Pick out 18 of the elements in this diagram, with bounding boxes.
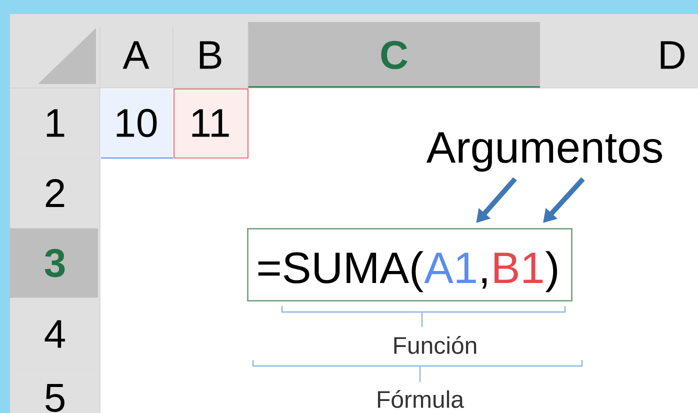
row-number: 3 [44, 248, 65, 278]
formula-text: , [482, 278, 487, 289]
row-number: 5 [45, 384, 64, 412]
row-number: 2 [46, 179, 64, 207]
row-number: 1 [46, 109, 64, 137]
column-label: A [122, 41, 150, 69]
cell-value: 10 [116, 108, 157, 138]
annotation-label: Argumentos [426, 132, 662, 172]
cell-reference: A1 [424, 252, 476, 283]
column-label: B [200, 41, 222, 69]
bracket-label: Fórmula [378, 390, 464, 408]
cell-value: 11 [192, 109, 229, 137]
formula-text: ) [545, 251, 558, 292]
column-label: D [660, 41, 685, 69]
cell-reference: B1 [494, 252, 543, 283]
bracket-label: Función [394, 336, 476, 354]
row-number: 4 [44, 320, 65, 348]
column-label: C [381, 40, 408, 70]
